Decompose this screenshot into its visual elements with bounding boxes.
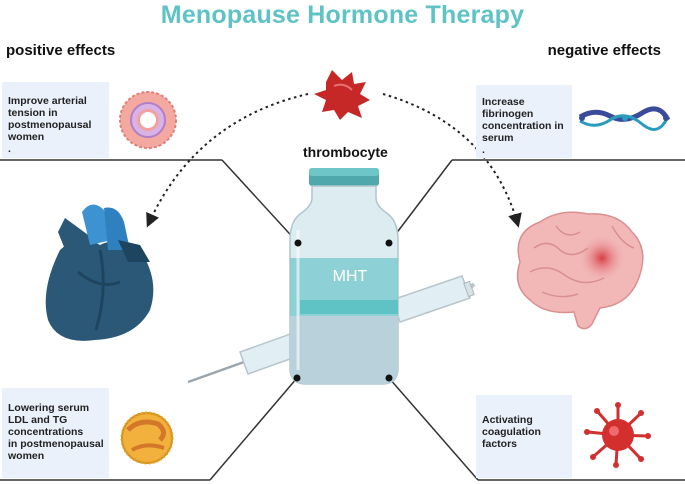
page-title: Menopause Hormone Therapy bbox=[160, 1, 525, 29]
positive-effect-text-lipids: Lowering serum LDL and TG concentrations… bbox=[8, 402, 108, 462]
arrow-to-heart bbox=[146, 93, 309, 228]
text-line: Lowering serum bbox=[8, 402, 90, 414]
thrombocyte-label: thrombocyte bbox=[303, 144, 388, 160]
positive-effect-box-lipids bbox=[2, 388, 109, 478]
artery-cross-section-icon bbox=[119, 91, 177, 149]
text-line: women bbox=[8, 450, 45, 462]
text-line: concentration in bbox=[482, 120, 564, 132]
connector-top-left bbox=[221, 159, 299, 244]
positive-effects-heading: positive effects bbox=[6, 42, 116, 59]
positive-effect-box-arterial bbox=[2, 82, 109, 158]
connector-dot-top-left bbox=[294, 239, 302, 247]
text-line: fibrinogen bbox=[482, 108, 534, 120]
connector-bottom-right bbox=[388, 377, 479, 481]
negative-effects-heading: negative effects bbox=[547, 42, 661, 59]
text-line: coagulation bbox=[482, 426, 541, 438]
text-line: postmenopausal bbox=[8, 119, 92, 131]
thrombocyte-icon bbox=[314, 70, 370, 120]
connector-bottom-left bbox=[209, 377, 298, 481]
connector-dot-top-right bbox=[385, 239, 393, 247]
text-line: . bbox=[482, 144, 485, 156]
connector-top-right bbox=[388, 159, 453, 244]
positive-effect-text-arterial: Improve arterial tension in postmenopaus… bbox=[8, 95, 108, 155]
negative-effect-text-coagulation: Activating coagulation factors bbox=[482, 414, 572, 450]
vial-icon bbox=[289, 168, 399, 385]
text-line: Improve arterial bbox=[8, 95, 87, 107]
text-line: serum bbox=[482, 132, 514, 144]
text-line: Increase bbox=[482, 96, 525, 108]
arrow-to-brain bbox=[382, 93, 522, 228]
negative-effect-text-fibrinogen: Increase fibrinogen concentration in ser… bbox=[482, 96, 572, 156]
text-line: in postmenopausal bbox=[8, 438, 104, 450]
negative-effect-box-fibrinogen bbox=[476, 85, 572, 158]
brain-icon bbox=[516, 211, 644, 330]
text-line: Activating bbox=[482, 414, 533, 426]
activated-platelet-icon bbox=[584, 402, 651, 468]
fibrinogen-strand-icon bbox=[578, 106, 671, 131]
text-line: concentrations bbox=[8, 426, 84, 438]
text-line: factors bbox=[482, 438, 518, 450]
heart-icon bbox=[45, 204, 154, 341]
syringe-icon bbox=[187, 275, 476, 384]
vial-label: MHT bbox=[332, 268, 368, 285]
text-line: tension in bbox=[8, 107, 58, 119]
text-line: LDL and TG bbox=[8, 414, 68, 426]
negative-effect-box-coagulation bbox=[476, 395, 572, 478]
connector-dot-bottom-left bbox=[293, 374, 301, 382]
text-line: women bbox=[8, 131, 45, 143]
lipoprotein-particle-icon bbox=[120, 411, 174, 465]
text-line: . bbox=[8, 143, 11, 155]
connector-dot-bottom-right bbox=[385, 374, 393, 382]
